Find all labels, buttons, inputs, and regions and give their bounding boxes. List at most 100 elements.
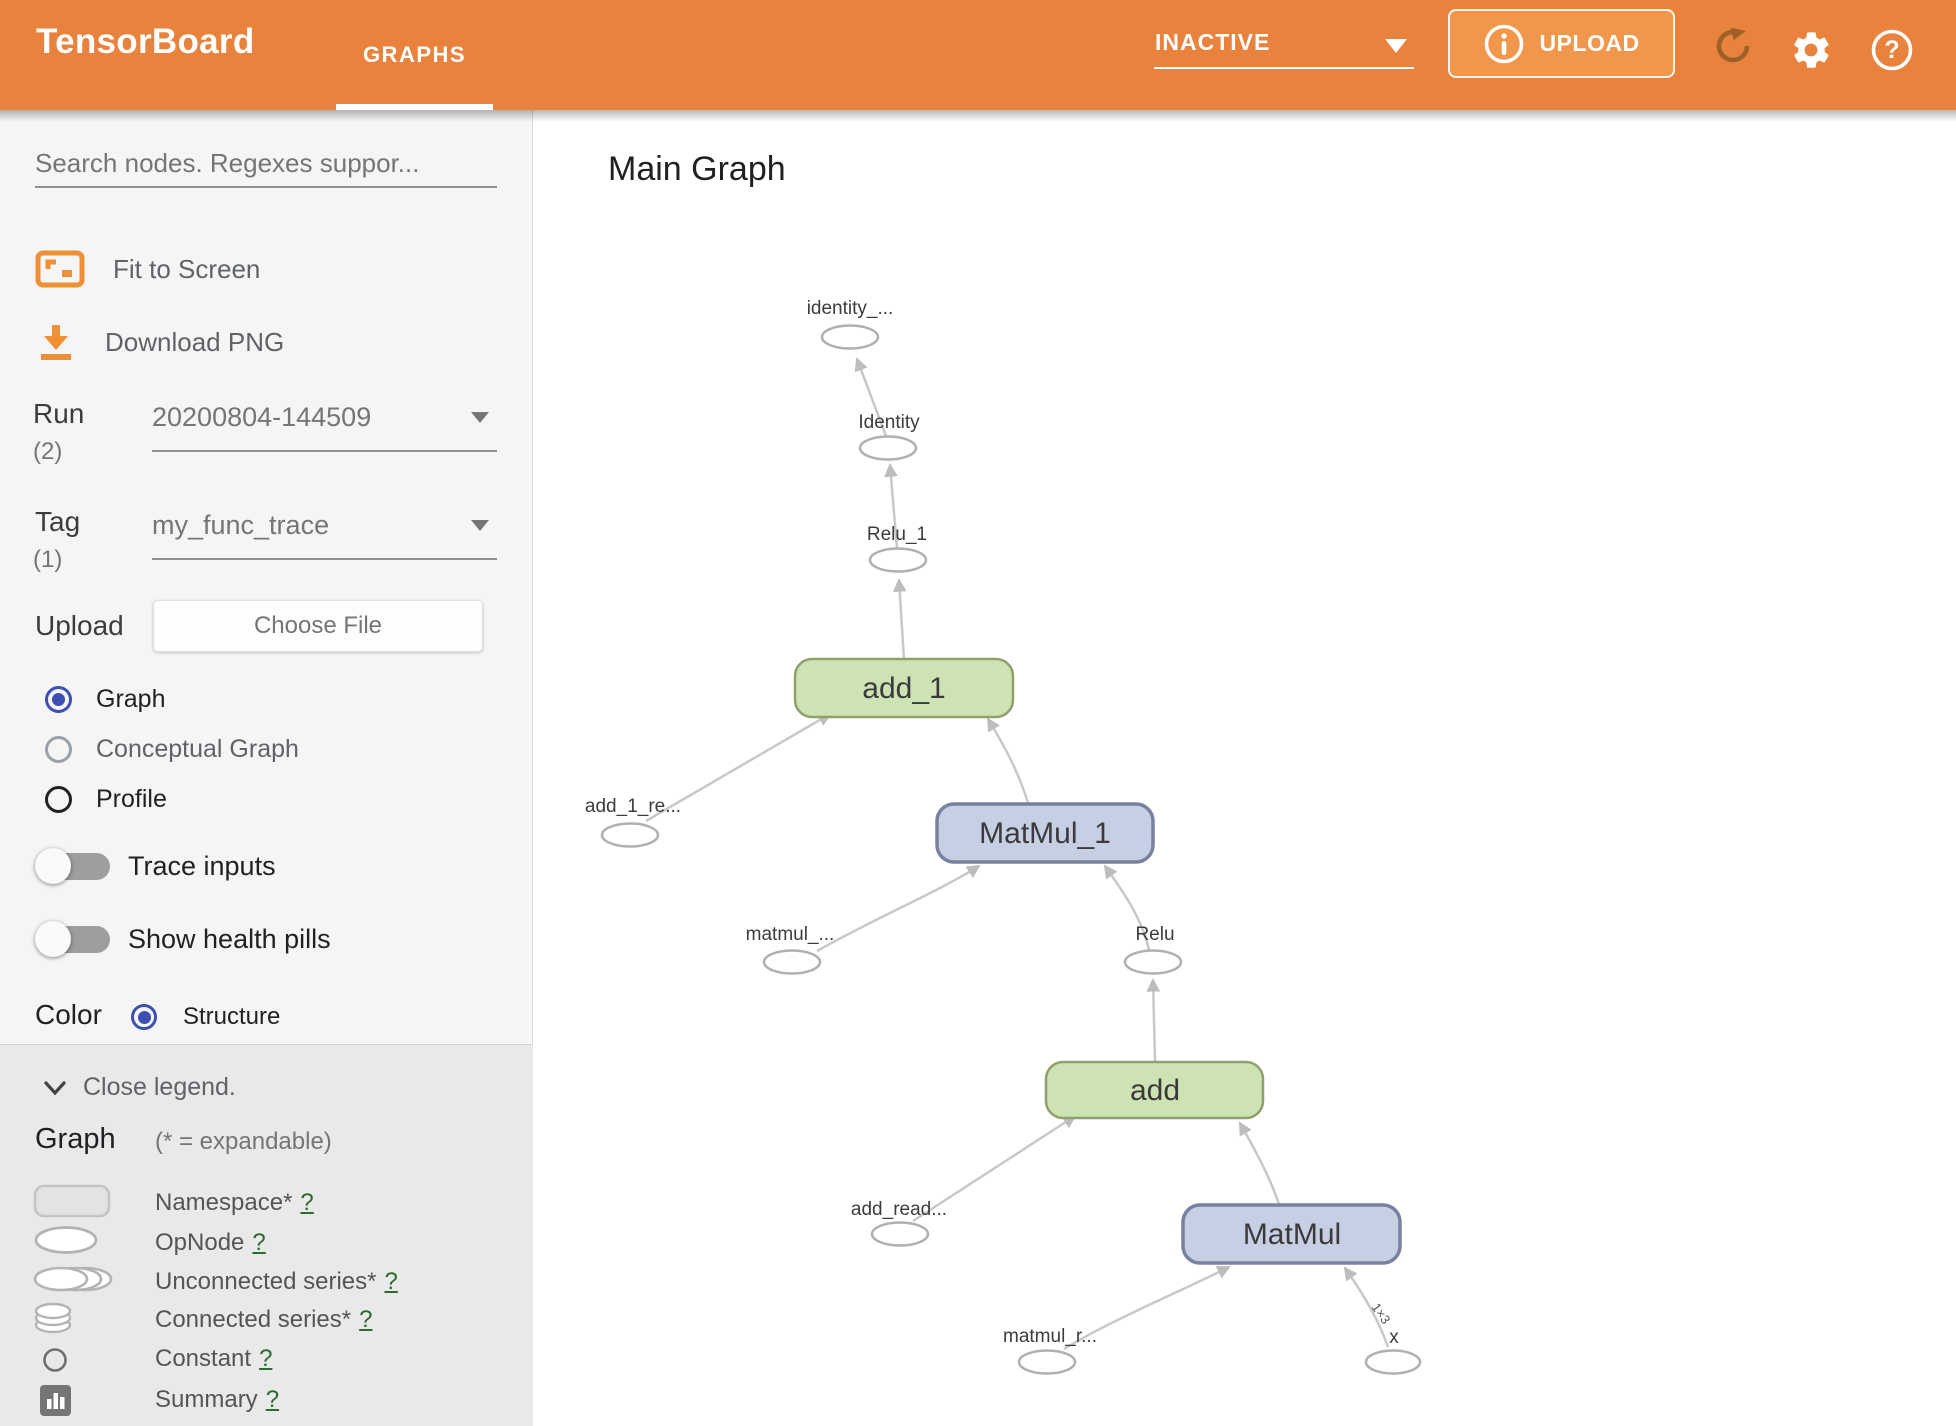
chevron-down-icon <box>471 412 489 423</box>
constant-help-link[interactable]: ? <box>259 1345 273 1372</box>
legend-panel: Close legend. Graph (* = expandable) Nam… <box>0 1044 533 1426</box>
search-input[interactable] <box>35 140 497 188</box>
choose-file-button[interactable]: Choose File <box>153 600 483 652</box>
namespace-swatch <box>33 1184 111 1218</box>
status-dropdown-value: INACTIVE <box>1155 29 1271 55</box>
trace-inputs-toggle[interactable] <box>35 847 110 885</box>
download-png-label: Download PNG <box>105 326 285 357</box>
legend-item-summary: Summary? <box>155 1386 279 1414</box>
status-dropdown[interactable]: INACTIVE <box>1154 0 1414 110</box>
namespace-help-link[interactable]: ? <box>300 1189 314 1216</box>
download-icon <box>41 325 71 360</box>
node-add_read-ellipse[interactable] <box>870 1221 930 1247</box>
legend-item-label: Connected series* <box>155 1306 352 1333</box>
node-relu_1-ellipse[interactable] <box>868 547 928 573</box>
show-health-pills-label: Show health pills <box>128 923 331 954</box>
node-add_1[interactable] <box>793 657 1015 719</box>
node-relu-ellipse[interactable] <box>1123 949 1183 975</box>
tab-graphs[interactable]: GRAPHS <box>362 42 467 67</box>
node-relu_1-label: Relu_1 <box>867 524 927 545</box>
radio-conceptual-graph[interactable]: Conceptual Graph <box>45 735 299 764</box>
legend-item-namespace: Namespace*? <box>155 1189 314 1217</box>
help-icon[interactable]: ? <box>1870 28 1914 72</box>
legend-item-label: Unconnected series* <box>155 1268 377 1295</box>
radio-graph[interactable]: Graph <box>45 685 165 714</box>
node-matmul_-label: matmul_... <box>746 924 835 945</box>
node-identity-ellipse[interactable] <box>858 435 918 461</box>
graph-rect-nodes: add_1 MatMul_1 add MatMul <box>793 657 1402 1265</box>
sidebar: Fit to Screen Download PNG Run (2) 20200… <box>0 110 533 1426</box>
constant-swatch <box>43 1348 67 1372</box>
page-title: Main Graph <box>608 150 786 188</box>
show-health-pills-row: Show health pills <box>35 920 331 958</box>
chevron-down-icon <box>1385 39 1407 53</box>
run-label: Run <box>33 398 85 429</box>
radio-unselected-icon <box>45 786 72 813</box>
edge-x-matmul <box>1343 1266 1390 1348</box>
main-graph-svg: 1×3 identity_... Identity Relu_1 add_1_r… <box>585 298 1422 1375</box>
edge-matmul_r-matmul <box>1063 1265 1231 1351</box>
toggle-knob <box>35 921 71 957</box>
summary-help-link[interactable]: ? <box>265 1386 280 1413</box>
tab-active-indicator <box>336 104 493 110</box>
node-add-label: add <box>1130 1074 1180 1107</box>
node-matmul[interactable] <box>1181 1203 1402 1265</box>
edge-identity-identity_ <box>854 357 888 437</box>
settings-gear-icon[interactable] <box>1788 28 1834 72</box>
run-count: (2) <box>33 438 63 465</box>
radio-graph-label: Graph <box>96 685 166 713</box>
opnode-help-link[interactable]: ? <box>252 1229 266 1256</box>
radio-profile-label: Profile <box>96 785 167 813</box>
node-identity-label: Identity <box>858 412 920 433</box>
tag-select-underline <box>152 558 497 560</box>
node-x-ellipse[interactable] <box>1364 1349 1422 1375</box>
app-header: TensorBoard GRAPHS INACTIVE UPLOAD <box>0 0 1956 110</box>
radio-profile[interactable]: Profile <box>45 785 167 814</box>
close-legend-label: Close legend. <box>83 1073 236 1101</box>
radio-unselected-icon <box>45 736 72 763</box>
legend-item-label: Summary <box>155 1386 258 1413</box>
node-matmul_1[interactable] <box>935 802 1155 864</box>
edge-matmul_-matmul_1 <box>816 864 981 953</box>
radio-selected-icon <box>45 686 72 713</box>
radio-selected-icon <box>131 1004 157 1030</box>
run-select-underline <box>152 450 497 452</box>
fit-to-screen-icon <box>35 250 85 288</box>
edge-relu-matmul_1 <box>1103 864 1151 951</box>
unconnected-series-swatch <box>33 1266 113 1292</box>
node-add_read-label: add_read... <box>851 1199 947 1220</box>
connected-series-help-link[interactable]: ? <box>359 1306 373 1333</box>
node-identity_-ellipse[interactable] <box>820 324 880 350</box>
refresh-icon[interactable] <box>1712 24 1754 68</box>
tag-count: (1) <box>33 546 63 573</box>
node-matmul_-ellipse[interactable] <box>762 949 822 975</box>
fit-to-screen-button[interactable]: Fit to Screen <box>35 250 260 288</box>
node-add_1_re-ellipse[interactable] <box>600 822 660 848</box>
close-legend-button[interactable]: Close legend. <box>43 1073 236 1102</box>
node-matmul_r-ellipse[interactable] <box>1017 1349 1077 1375</box>
legend-expandable-note: (* = expandable) <box>155 1128 332 1155</box>
upload-button[interactable]: UPLOAD <box>1448 9 1675 78</box>
run-select[interactable]: 20200804-144509 <box>152 402 497 452</box>
edge-matmul-add <box>1238 1121 1281 1205</box>
show-health-pills-toggle[interactable] <box>35 920 110 958</box>
radio-conceptual-graph-label: Conceptual Graph <box>96 735 299 763</box>
edge-add_read-add <box>912 1114 1077 1223</box>
status-dropdown-underline <box>1154 67 1414 69</box>
graph-edges: 1×3 <box>645 357 1393 1351</box>
radio-color-structure[interactable]: Structure <box>131 1003 280 1031</box>
node-matmul_1-label: MatMul_1 <box>979 817 1111 850</box>
legend-item-opnode: OpNode? <box>155 1229 266 1257</box>
trace-inputs-row: Trace inputs <box>35 847 276 885</box>
graph-ellipse-nodes: identity_... Identity Relu_1 add_1_re...… <box>585 298 1422 1375</box>
download-png-button[interactable]: Download PNG <box>35 323 284 361</box>
tag-select[interactable]: my_func_trace <box>152 510 497 560</box>
legend-item-constant: Constant? <box>155 1345 272 1373</box>
node-add[interactable] <box>1044 1060 1265 1120</box>
edge-add-relu <box>1146 977 1161 1062</box>
unconnected-series-help-link[interactable]: ? <box>384 1268 398 1295</box>
connected-series-swatch <box>34 1302 72 1334</box>
edge-matmul_1-add_1 <box>986 717 1030 804</box>
color-structure-label: Structure <box>183 1003 281 1030</box>
